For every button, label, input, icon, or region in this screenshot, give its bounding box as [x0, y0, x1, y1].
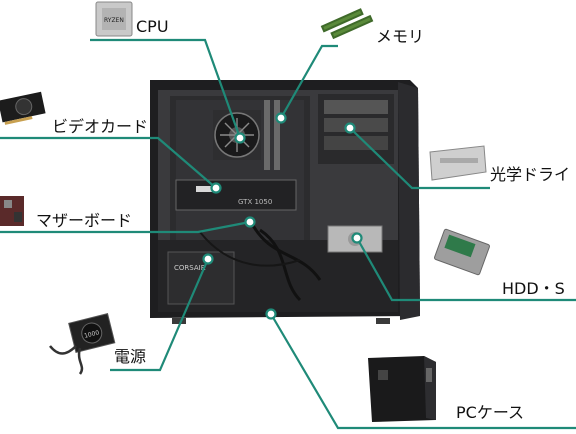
- leader-memory: [280, 44, 338, 119]
- motherboard-thumbnail: [0, 196, 24, 226]
- leader-video-card: [0, 136, 217, 189]
- memory-thumbnail: [320, 8, 374, 40]
- label-video-card: ビデオカード: [52, 117, 149, 136]
- dot-hdd: [351, 232, 363, 244]
- leader-lines: [0, 38, 576, 430]
- label-hdd: HDD・S: [502, 279, 565, 298]
- pc-case-photo: GTX 1050 CORSAIR: [150, 80, 420, 324]
- pc-case-thumbnail: [368, 356, 436, 422]
- label-psu: 電源: [114, 347, 147, 366]
- label-memory: メモリ: [376, 27, 425, 46]
- leader-cpu: [90, 38, 242, 139]
- leader-pc-case: [270, 313, 576, 430]
- label-optical-drive: 光学ドライ: [490, 165, 571, 184]
- leader-motherboard: [0, 220, 251, 234]
- optical-drive-thumbnail: [429, 145, 487, 181]
- gpu-brand-text: GTX 1050: [238, 198, 272, 206]
- connector-dots: [202, 112, 363, 320]
- leader-psu: [110, 258, 210, 372]
- label-motherboard: マザーボード: [36, 211, 133, 230]
- dot-pc-case: [265, 308, 277, 320]
- psu-brand-text: CORSAIR: [174, 264, 206, 272]
- leader-optical-drive: [349, 127, 490, 190]
- dot-memory: [275, 112, 287, 124]
- hdd-thumbnail: [434, 228, 490, 276]
- psu-unit-text: 1000: [84, 329, 101, 340]
- psu-thumbnail: 1000: [49, 313, 116, 375]
- dot-optical-drive: [344, 122, 356, 134]
- dot-psu: [202, 253, 214, 265]
- dot-cpu: [234, 132, 246, 144]
- video-card-thumbnail: [0, 91, 46, 125]
- label-pc-case: PCケース: [456, 403, 525, 422]
- cpu-chip-text: RYZEN: [104, 17, 124, 24]
- cpu-thumbnail: RYZEN: [95, 1, 133, 37]
- dot-video-card: [210, 182, 222, 194]
- dot-motherboard: [244, 216, 256, 228]
- leader-hdd: [356, 237, 576, 302]
- label-cpu: CPU: [136, 17, 169, 36]
